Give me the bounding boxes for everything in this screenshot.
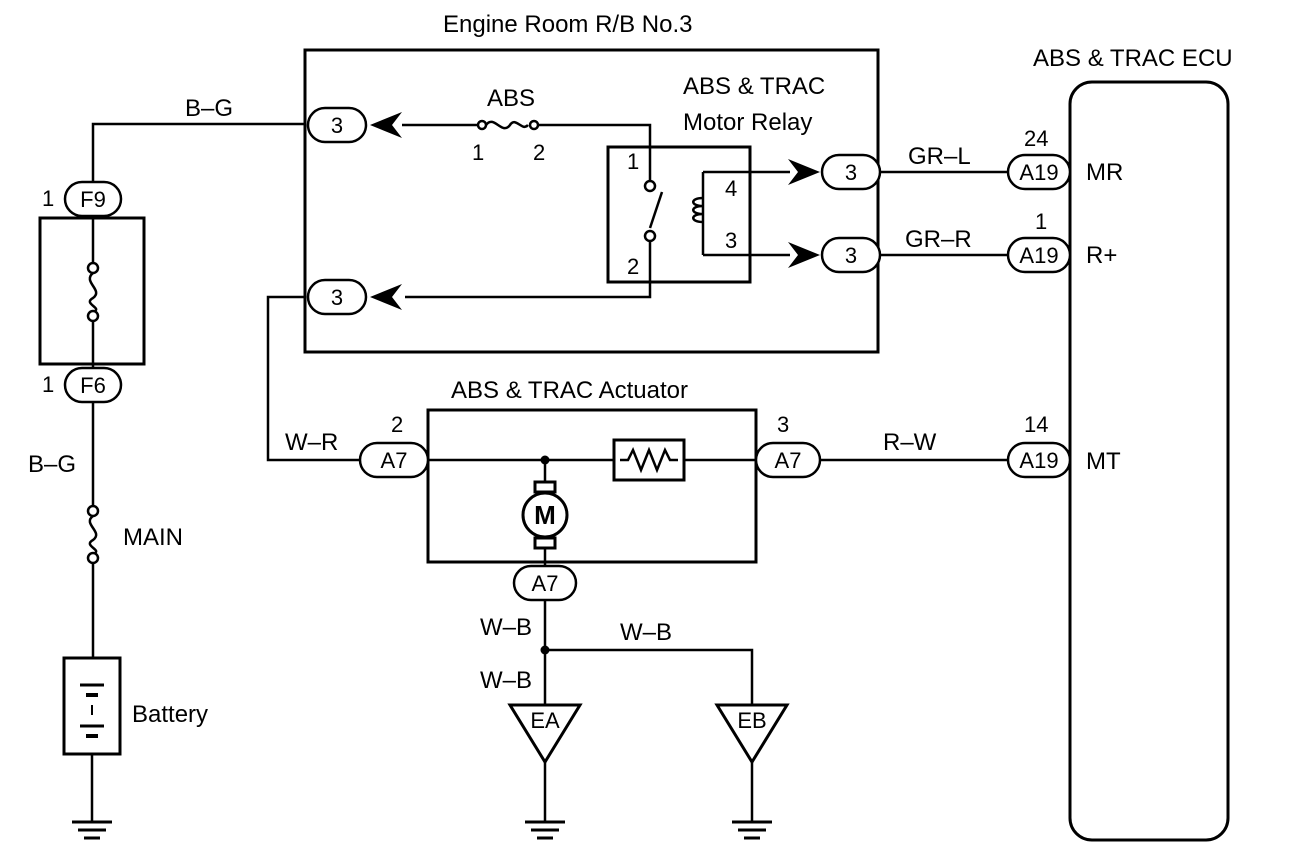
terminal-mr: MR xyxy=(1086,159,1123,186)
pin-f6: 1 xyxy=(42,372,54,397)
motor-symbol: M xyxy=(534,500,556,530)
wire-label-w-b-3: W–B xyxy=(480,667,532,694)
rb-connector-left-bottom-label: 3 xyxy=(331,285,343,310)
resistor-icon xyxy=(620,446,678,474)
ground-ea-icon xyxy=(525,820,565,840)
relay-switch-arm xyxy=(648,191,664,229)
pin-relay-4: 4 xyxy=(725,176,737,201)
connector-a7-bottom-label: A7 xyxy=(532,571,559,596)
connector-a19-rplus-label: A19 xyxy=(1019,243,1058,268)
wire-label-gr-l: GR–L xyxy=(908,143,971,170)
ground-eb-icon xyxy=(732,820,772,840)
pin-a7-left: 2 xyxy=(391,412,403,437)
rb-right-top-terminal-icon xyxy=(788,159,820,185)
relay-block-enclosure xyxy=(303,48,880,354)
fusible-link-icon xyxy=(88,272,98,314)
rb-right-bottom-terminal-icon xyxy=(788,242,820,268)
abs-fuse-terminal-2 xyxy=(528,119,540,131)
terminal-rplus: R+ xyxy=(1086,242,1117,269)
rb-left-bottom-terminal-icon xyxy=(370,284,402,310)
motor-relay-title-line2: Motor Relay xyxy=(683,109,812,136)
pin-relay-2: 2 xyxy=(627,254,639,279)
connector-f6-label: F6 xyxy=(80,373,106,398)
wire-abs-fuse-to-relay xyxy=(538,123,652,180)
ground-point-eb-label: EB xyxy=(737,708,766,733)
battery-ground-icon xyxy=(72,820,112,840)
connector-a19-mt-label: A19 xyxy=(1019,448,1058,473)
main-fuse-terminal-top xyxy=(86,504,100,518)
pin-relay-1: 1 xyxy=(627,149,639,174)
relay-contact-2 xyxy=(643,229,657,243)
ecu-title: ABS & TRAC ECU xyxy=(1033,45,1233,72)
actuator-enclosure xyxy=(426,408,758,564)
connector-a19-rplus xyxy=(1006,236,1072,274)
wire-label-b-g-left: B–G xyxy=(28,451,76,478)
pin-a19-mt: 14 xyxy=(1024,412,1048,437)
wire-w-b-to-eb xyxy=(545,648,754,705)
ground-point-ea-icon xyxy=(507,703,583,765)
battery-label: Battery xyxy=(132,701,208,728)
motor-brush-bottom xyxy=(533,536,557,550)
wire-label-w-r: W–R xyxy=(285,429,338,456)
rb-connector-left-top-label: 3 xyxy=(331,113,343,138)
actuator-title: ABS & TRAC Actuator xyxy=(451,377,688,404)
connector-f9-label: F9 xyxy=(80,187,106,212)
connector-a7-left-label: A7 xyxy=(381,448,408,473)
pin-a19-mr: 24 xyxy=(1024,126,1048,151)
fusible-link-terminal-bottom xyxy=(86,309,100,323)
motor-brush-top xyxy=(533,480,557,494)
wire-w-r xyxy=(266,295,360,462)
abs-fuse-terminal-1 xyxy=(476,119,488,131)
connector-a19-mt xyxy=(1006,441,1072,479)
rb-connector-right-top-label: 3 xyxy=(845,160,857,185)
motor-relay-box xyxy=(606,145,752,284)
rb-connector-right-bottom-label: 3 xyxy=(845,243,857,268)
connector-a19-mr-label: A19 xyxy=(1019,160,1058,185)
wire-label-b-g-top: B–G xyxy=(185,95,233,122)
relay-contact-1 xyxy=(643,179,657,193)
motor-relay-title-line1: ABS & TRAC xyxy=(683,73,825,100)
pin-a7-right: 3 xyxy=(777,412,789,437)
abs-fuse-icon xyxy=(484,120,529,130)
rb-connector-left-top xyxy=(306,106,368,144)
pin-fuse-1: 1 xyxy=(472,140,484,165)
relay-coil-icon xyxy=(692,196,704,224)
abs-fuse-label: ABS xyxy=(487,85,535,112)
connector-a19-mr xyxy=(1006,153,1072,191)
ground-point-ea-label: EA xyxy=(530,708,560,733)
rb-connector-left-bottom xyxy=(306,278,368,316)
pin-f9: 1 xyxy=(42,186,54,211)
rb-left-top-terminal-icon xyxy=(370,112,402,138)
fusible-link-terminal-top xyxy=(86,261,100,275)
main-fuse-icon xyxy=(88,514,98,556)
terminal-mt: MT xyxy=(1086,448,1121,475)
ground-point-eb-icon xyxy=(714,703,790,765)
wire-b-g-top xyxy=(91,122,305,185)
wire-label-w-b-1: W–B xyxy=(480,614,532,641)
pin-relay-3: 3 xyxy=(725,228,737,253)
wire-label-w-b-2: W–B xyxy=(620,619,672,646)
main-fuse-terminal-bottom xyxy=(86,551,100,565)
pin-a19-rplus: 1 xyxy=(1035,209,1047,234)
wire-relay-to-rb-left-bottom xyxy=(405,241,652,299)
wire-label-r-w: R–W xyxy=(883,429,937,456)
connector-a7-right-label: A7 xyxy=(775,448,802,473)
wire-label-gr-r: GR–R xyxy=(905,226,972,253)
relay-block-title: Engine Room R/B No.3 xyxy=(443,11,692,38)
main-fuse-label: MAIN xyxy=(123,524,183,551)
pin-fuse-2: 2 xyxy=(533,140,545,165)
